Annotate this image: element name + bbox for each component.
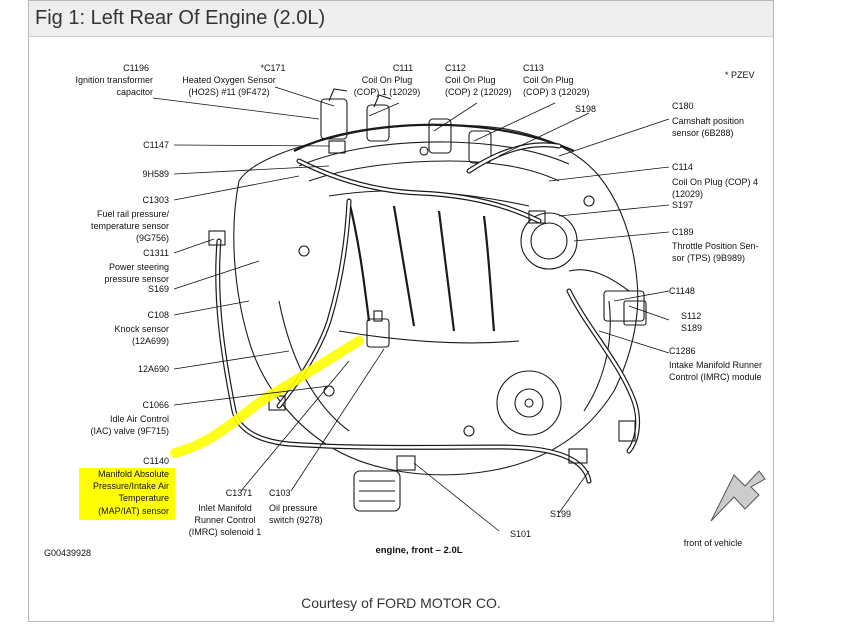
label-c108: C108 bbox=[147, 310, 169, 320]
label-cop4-2: (12029) bbox=[672, 189, 703, 199]
label-cop1-2: (COP) 1 (12029) bbox=[354, 87, 421, 97]
leader-lines bbox=[152, 86, 670, 532]
label-ps-2: pressure sensor bbox=[104, 274, 169, 284]
label-c1148: C1148 bbox=[669, 286, 695, 296]
label-ks-2: (12A699) bbox=[132, 336, 169, 346]
label-cop1-1: Coil On Plug bbox=[362, 75, 413, 85]
label-frp-3: (9G756) bbox=[136, 233, 169, 243]
label-s112: S112 bbox=[681, 311, 701, 321]
label-s199: S199 bbox=[550, 509, 571, 519]
engine-caption: engine, front – 2.0L bbox=[375, 545, 462, 556]
front-caption: front of vehicle bbox=[684, 538, 743, 548]
label-map-2: Pressure/Intake Air bbox=[93, 481, 169, 491]
label-c189: C189 bbox=[672, 227, 694, 237]
label-s101: S101 bbox=[510, 529, 531, 539]
label-cop2-2: (COP) 2 (12029) bbox=[445, 87, 512, 97]
label-imrc-sol-1: Inlet Manifold bbox=[198, 503, 252, 513]
map-sensor-highlight-stroke bbox=[170, 336, 364, 458]
label-oil-1: Oil pressure bbox=[269, 503, 318, 513]
label-ps-1: Power steering bbox=[109, 262, 169, 272]
label-c1196: C1196 bbox=[123, 63, 149, 73]
label-c1286: C1286 bbox=[669, 346, 696, 356]
label-imrc-sol-3: (IMRC) solenoid 1 bbox=[189, 527, 262, 537]
label-c112: C112 bbox=[445, 63, 466, 73]
label-ign-cap-2: capacitor bbox=[116, 87, 153, 97]
label-c114: C114 bbox=[672, 162, 693, 172]
label-c171: *C171 bbox=[260, 63, 285, 73]
label-s169: S169 bbox=[148, 284, 169, 294]
label-c113: C113 bbox=[523, 63, 544, 73]
courtesy-text: Courtesy of FORD MOTOR CO. bbox=[301, 595, 501, 611]
label-c1066: C1066 bbox=[142, 400, 169, 410]
label-c111: C111 bbox=[393, 63, 413, 73]
label-c1147: C1147 bbox=[143, 140, 169, 150]
label-iac-2: (IAC) valve (9F715) bbox=[90, 426, 169, 436]
label-ks-1: Knock sensor bbox=[114, 324, 169, 334]
label-c1303: C1303 bbox=[142, 195, 169, 205]
figure-id: G00439928 bbox=[44, 548, 91, 558]
label-cop3-2: (COP) 3 (12029) bbox=[523, 87, 590, 97]
figure-frame: Fig 1: Left Rear Of Engine (2.0L) bbox=[28, 0, 774, 622]
label-12a690: 12A690 bbox=[138, 364, 169, 374]
label-pzev: * PZEV bbox=[725, 70, 755, 80]
label-s198: S198 bbox=[575, 104, 596, 114]
title-bar: Fig 1: Left Rear Of Engine (2.0L) bbox=[29, 1, 773, 37]
label-frp-1: Fuel rail pressure/ bbox=[97, 209, 170, 219]
label-9h589: 9H589 bbox=[142, 169, 169, 179]
figure-title: Fig 1: Left Rear Of Engine (2.0L) bbox=[35, 7, 326, 29]
label-ho2s-1: Heated Oxygen Sensor bbox=[182, 75, 276, 85]
label-c1311: C1311 bbox=[143, 248, 169, 258]
label-imrc-2: Control (IMRC) module bbox=[669, 372, 762, 382]
label-tps-2: sor (TPS) (9B989) bbox=[672, 253, 745, 263]
label-cop3-1: Coil On Plug bbox=[523, 75, 574, 85]
label-frp-2: temperature sensor bbox=[91, 221, 169, 231]
label-c180: C180 bbox=[672, 101, 694, 111]
label-imrc-sol-2: Runner Control bbox=[194, 515, 255, 525]
label-iac-1: Idle Air Control bbox=[110, 414, 169, 424]
label-s189: S189 bbox=[681, 323, 702, 333]
label-c1140: C1140 bbox=[143, 456, 169, 466]
label-map-3: Temperature bbox=[118, 493, 169, 503]
label-cop2-1: Coil On Plug bbox=[445, 75, 496, 85]
label-cmp-1: Camshaft position bbox=[672, 116, 744, 126]
engine-diagram: C1196 Ignition transformer capacitor *C1… bbox=[44, 63, 766, 558]
map-label-highlight bbox=[79, 468, 175, 520]
front-of-vehicle-arrow bbox=[710, 470, 766, 522]
label-map-1: Manifold Absolute bbox=[98, 469, 169, 479]
label-c103: C103 bbox=[269, 488, 291, 498]
label-tps-1: Throttle Position Sen- bbox=[672, 241, 759, 251]
label-cmp-2: sensor (6B288) bbox=[672, 128, 734, 138]
label-cop4-1: Coil On Plug (COP) 4 bbox=[672, 177, 758, 187]
wiring-harness bbox=[208, 140, 641, 484]
label-s197: S197 bbox=[672, 200, 693, 210]
label-map-4: (MAP/IAT) sensor bbox=[98, 506, 169, 516]
label-c1371: C1371 bbox=[226, 488, 253, 498]
label-oil-2: switch (9278) bbox=[269, 515, 323, 525]
label-imrc-1: Intake Manifold Runner bbox=[669, 360, 762, 370]
label-ho2s-2: (HO2S) #11 (9F472) bbox=[188, 87, 269, 97]
label-ign-cap-1: Ignition transformer bbox=[75, 75, 153, 85]
